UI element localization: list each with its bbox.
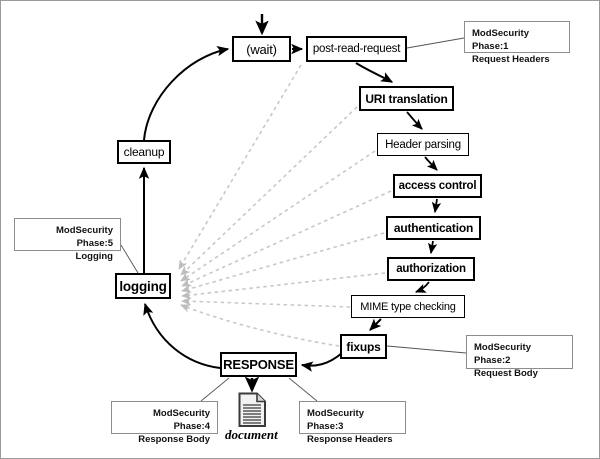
node-response[interactable]: RESPONSE [220, 352, 297, 377]
edge-mime-type-checking-to-fixups [369, 318, 382, 331]
edge-header-parsing-to-access-control [424, 156, 438, 171]
node-post-read-request[interactable]: post-read-request [306, 36, 407, 62]
document-icon [238, 392, 266, 427]
annotation-phase-1-line1: ModSecurity Phase:1 [472, 28, 530, 52]
node-logging-label: logging [119, 278, 167, 294]
node-cleanup-label: cleanup [123, 145, 165, 159]
node-authentication[interactable]: authentication [386, 216, 481, 240]
leader-phase5 [120, 244, 139, 274]
node-fixups-label: fixups [346, 339, 381, 354]
dashed-uri-translation-to-logging [180, 106, 358, 276]
leader-phase1 [406, 37, 465, 49]
annotation-phase-1-line2: Request Headers [472, 54, 550, 65]
edge-response-to-logging [143, 302, 221, 369]
annotation-phase-5-line2: Logging [75, 251, 113, 262]
logging-feed-arrows [178, 64, 392, 347]
node-logging[interactable]: logging [115, 273, 171, 299]
node-response-label: RESPONSE [223, 357, 294, 372]
edge-post-read-request-to-uri-translation [355, 62, 394, 83]
dashed-mime-type-checking-to-logging [181, 297, 351, 308]
dashed-post-read-request-to-logging [178, 64, 302, 270]
node-mime-type-checking[interactable]: MIME type checking [351, 295, 465, 318]
node-uri-translation-label: URI translation [365, 91, 448, 106]
annotation-phase-1: ModSecurity Phase:1 Request Headers [464, 21, 570, 65]
dashed-authorization-to-logging [181, 272, 386, 300]
annotation-leaders [120, 37, 467, 402]
leader-phase3 [288, 377, 318, 402]
leader-phase4 [200, 377, 230, 402]
annotation-phase-4-line1: ModSecurity Phase:4 [152, 408, 210, 432]
node-uri-translation[interactable]: URI translation [359, 86, 454, 111]
annotation-phase-2-line2: Request Body [474, 368, 538, 379]
node-header-parsing-label: Header parsing [385, 138, 461, 151]
annotation-phase-3-line2: Response Headers [307, 434, 393, 445]
node-access-control-label: access control [398, 180, 477, 192]
annotation-phase-3: ModSecurity Phase:3 Response Headers [299, 401, 406, 445]
dashed-access-control-to-logging [181, 190, 392, 287]
dashed-fixups-to-logging [180, 304, 340, 347]
node-wait-label: (wait) [246, 41, 277, 57]
annotation-phase-5: ModSecurity Phase:5 Logging [14, 218, 121, 262]
node-wait[interactable]: (wait) [232, 36, 291, 62]
node-mime-type-checking-label: MIME type checking [360, 300, 456, 313]
edge-access-control-to-authentication [431, 198, 442, 214]
edge-authorization-to-mime-type-checking [414, 281, 430, 293]
node-authorization[interactable]: authorization [387, 257, 475, 281]
annotation-phase-4: ModSecurity Phase:4 Response Body [111, 401, 218, 445]
leader-phase2 [386, 345, 467, 354]
edge-cleanup-to-wait [143, 45, 230, 141]
annotation-phase-2-line1: ModSecurity Phase:2 [474, 342, 532, 366]
node-access-control[interactable]: access control [393, 174, 482, 198]
edge-uri-translation-to-header-parsing [406, 111, 423, 130]
node-header-parsing[interactable]: Header parsing [377, 133, 469, 156]
annotation-phase-2: ModSecurity Phase:2 Request Body [466, 335, 573, 379]
dashed-authentication-to-logging [181, 232, 385, 293]
annotation-phase-5-line1: ModSecurity Phase:5 [55, 225, 113, 249]
node-authorization-label: authorization [396, 263, 466, 275]
edge-fixups-to-response [300, 352, 343, 372]
node-cleanup[interactable]: cleanup [117, 140, 171, 164]
edge-authentication-to-authorization [427, 240, 438, 255]
document-label: document [225, 427, 278, 442]
node-fixups[interactable]: fixups [340, 334, 387, 359]
node-authentication-label: authentication [393, 221, 474, 235]
annotation-phase-4-line2: Response Body [138, 434, 210, 445]
annotation-phase-3-line1: ModSecurity Phase:3 [307, 408, 365, 432]
node-post-read-request-label: post-read-request [312, 43, 401, 55]
